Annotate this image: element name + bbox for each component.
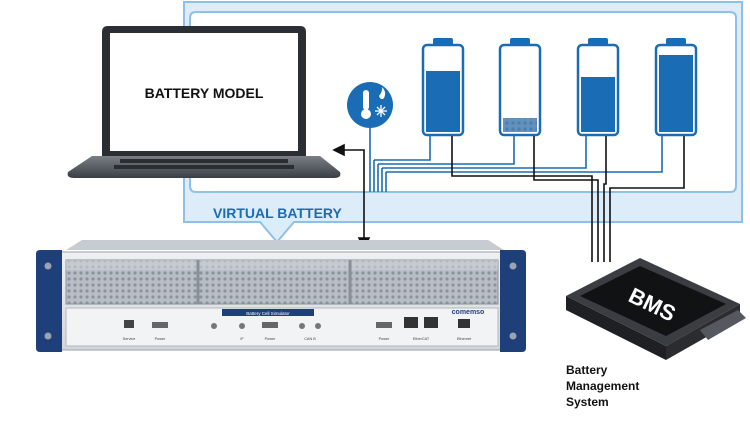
port-label: Power (155, 337, 166, 341)
battery-cell (654, 38, 698, 137)
battery-cell-simulator: Battery Cell Simulator Service Power IF … (36, 240, 526, 352)
port-label: Power (379, 337, 390, 341)
battery-cell (421, 38, 465, 137)
rack-ear-left (36, 250, 62, 352)
battery-cell (576, 38, 620, 137)
port-label: Ethernet (457, 337, 472, 341)
battery-fill (659, 55, 693, 132)
bms-label-line: Battery (566, 363, 608, 377)
virtual-battery-label: VIRTUAL BATTERY (213, 205, 343, 221)
port-label: Service (123, 337, 136, 341)
laptop-screen-text: BATTERY MODEL (145, 85, 264, 101)
laptop-screen (110, 33, 298, 151)
simulator-panel-title: Battery Cell Simulator (246, 311, 290, 316)
port-label: Power (265, 337, 276, 341)
port-label: EtherCAT (413, 337, 430, 341)
battery-fill (426, 71, 460, 132)
port-label: IF (240, 337, 244, 341)
laptop: BATTERY MODEL (67, 26, 341, 178)
thermometer-fire-snow-icon (347, 82, 393, 128)
simulator-brand: comemso (452, 309, 485, 316)
battery-wires (369, 128, 685, 262)
port-label: CAN B (304, 337, 316, 341)
battery-cells (421, 38, 698, 137)
battery-cell (498, 38, 542, 137)
bms-label-line: Management (566, 379, 639, 393)
bms-module: BMS Battery Management System (566, 258, 746, 409)
bms-label-line: System (566, 395, 609, 409)
rack-ear-right (500, 250, 526, 352)
battery-fill (581, 77, 615, 132)
